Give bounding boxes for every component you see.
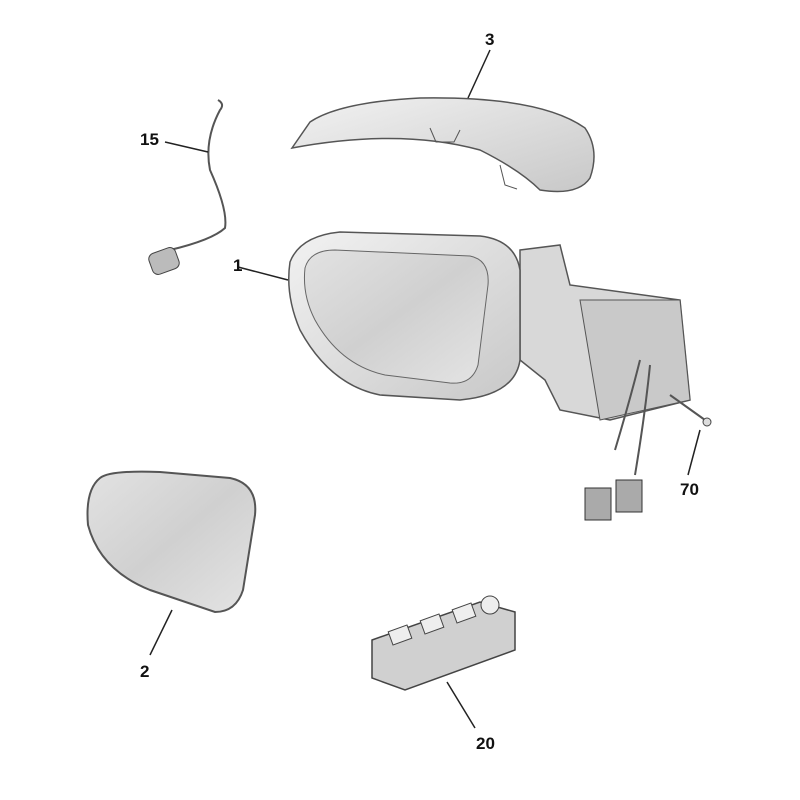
mirror-glass-part — [86, 470, 257, 656]
mirror-cover-part — [290, 49, 595, 193]
screw-part — [669, 394, 712, 476]
indicator-wire-part — [148, 99, 227, 275]
callout-1: 1 — [233, 256, 243, 275]
switch-unit-part — [371, 595, 516, 729]
callout-2: 2 — [140, 662, 150, 681]
callout-70: 70 — [680, 480, 699, 499]
callout-20: 20 — [476, 734, 495, 753]
callout-3: 3 — [485, 30, 495, 49]
leader-line-3 — [467, 49, 491, 99]
mirror-assembly-part — [237, 231, 691, 521]
callout-15: 15 — [140, 130, 159, 149]
